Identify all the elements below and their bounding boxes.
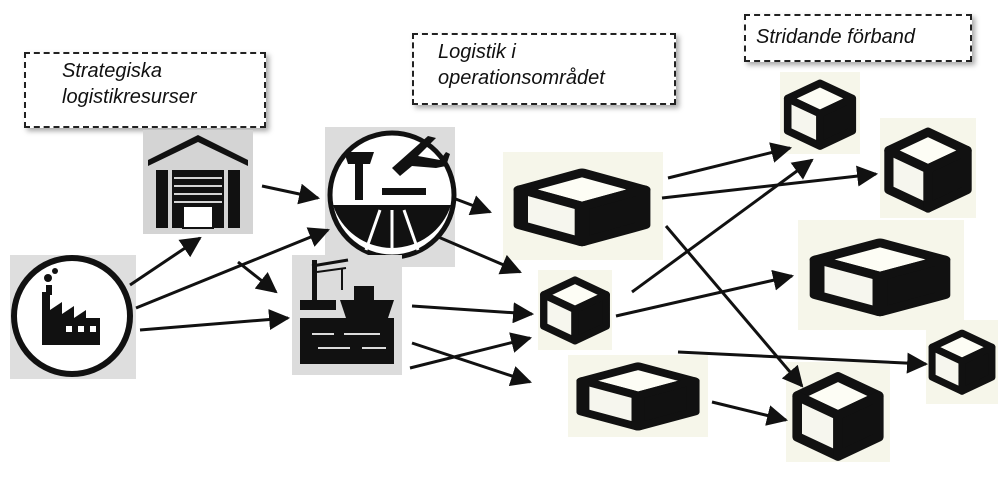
strategic-label-line1: Strategiska [62,60,163,82]
operations-label-line2: operationsområdet [438,67,605,89]
warehouse-icon [143,130,253,234]
combat-label-text: Stridande förband [756,26,916,48]
cube-icon [568,355,708,437]
combat-units-label: Stridande förband [744,14,972,62]
flow-arrows [129,142,929,426]
factory-icon [10,255,136,379]
port-icon [292,255,402,375]
operations-area-label: Logistik i operationsområdet [412,33,676,105]
strategic-label-line2: logistikresurser [62,86,197,108]
cube-icon [926,320,998,404]
cube-icon [786,362,890,462]
airport-icon [325,127,457,267]
cube-icon [880,118,976,218]
strategic-resources-label: Strategiska logistikresurser [24,52,266,128]
cube-icon [780,72,860,154]
cube-icon [538,270,612,350]
cube-icon [798,220,964,330]
cube-icon [503,152,663,260]
operations-label-line1: Logistik i [438,41,516,63]
